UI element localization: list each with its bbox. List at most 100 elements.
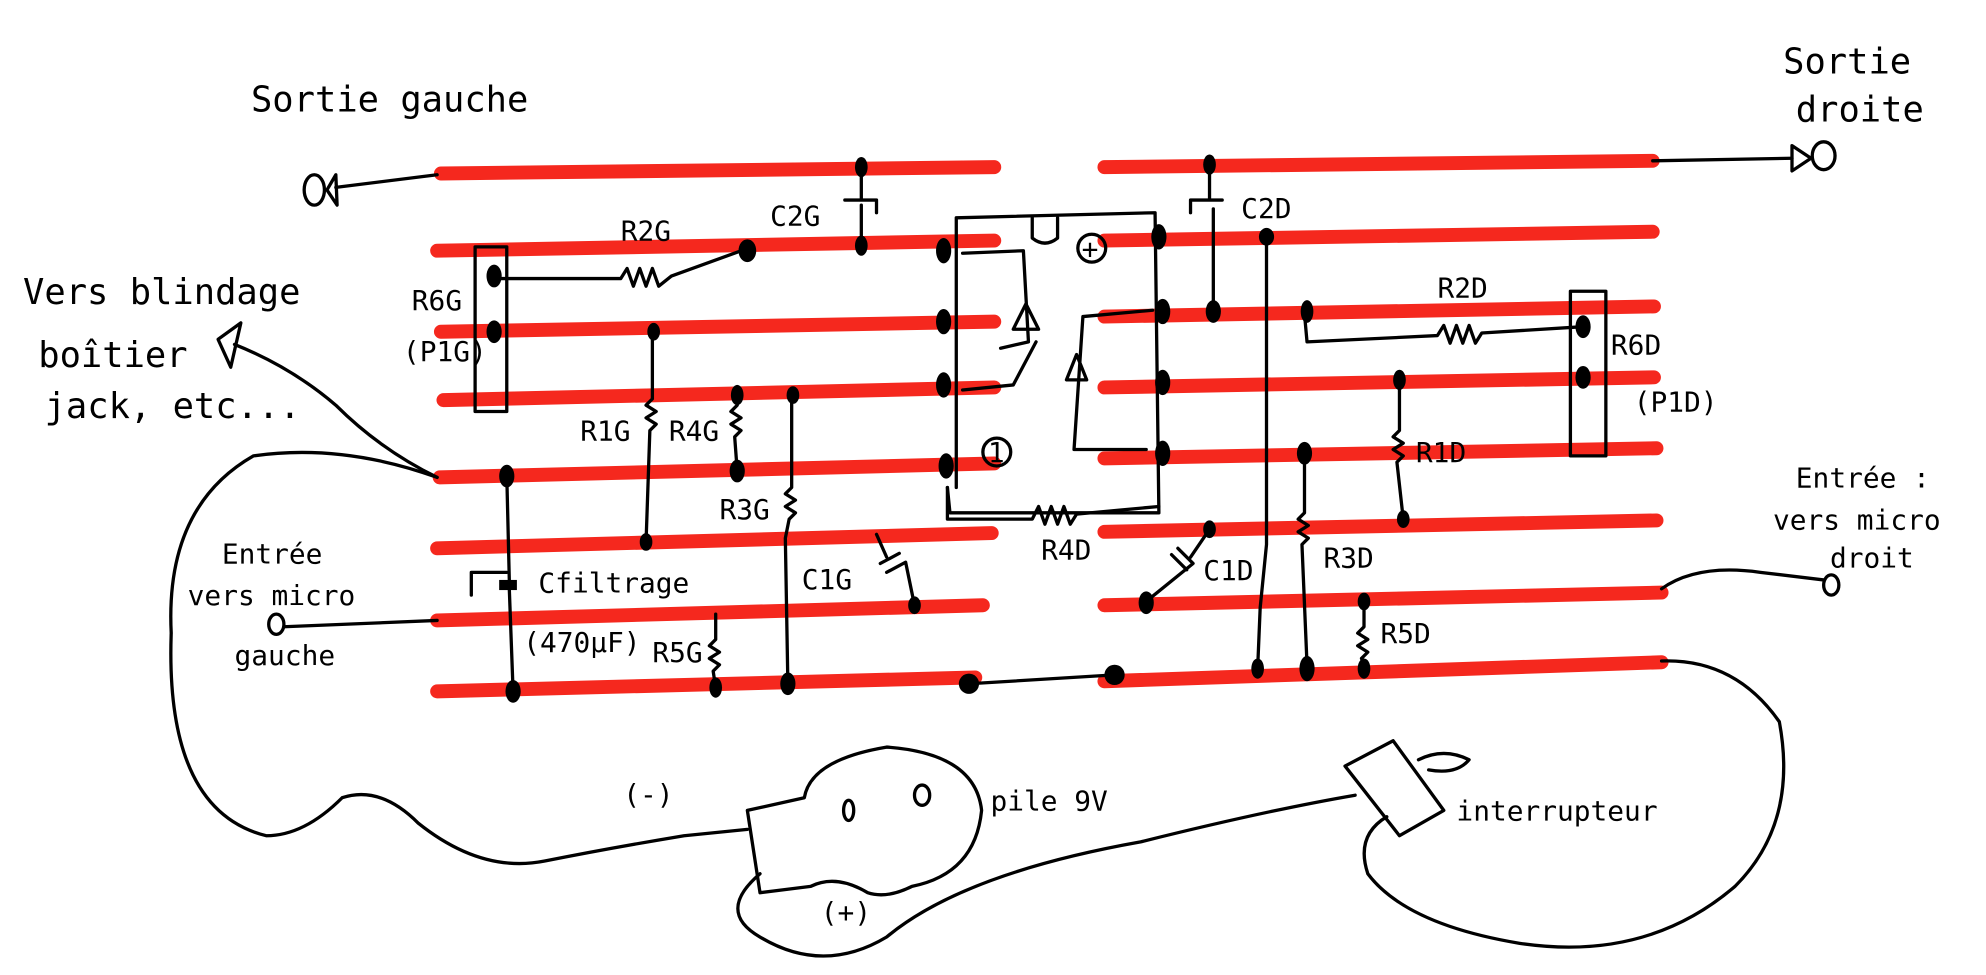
left-output-wire (334, 173, 439, 190)
copper-strip (432, 456, 1002, 485)
left-input-wire (282, 618, 439, 629)
solder-dot (1203, 154, 1216, 175)
capacitor-cfiltrage-plate (499, 579, 517, 591)
solder-dot (780, 672, 796, 696)
solder-dot (1205, 300, 1221, 323)
solder-dot (936, 372, 952, 398)
switch-label: interrupteur (1456, 795, 1657, 828)
label-r2d: R2D (1437, 272, 1487, 305)
capacitor-c1d (1144, 527, 1212, 604)
resistor-r1g (644, 330, 658, 544)
label-c2g: C2G (770, 199, 820, 232)
copper-strip (1097, 370, 1661, 395)
solder-dot (1299, 655, 1315, 682)
battery-minus-label: (-) (623, 778, 673, 811)
solder-dot (738, 239, 757, 263)
jumper-wire (1255, 232, 1269, 671)
solder-dot (639, 533, 653, 551)
copper-strip (1097, 153, 1660, 175)
resistor-r5d (1356, 599, 1370, 667)
solder-dot (1155, 298, 1171, 325)
switch-return-wire (1362, 659, 1786, 949)
resistor-r4d (945, 485, 1161, 526)
label-cfiltrage: Cfiltrage (538, 567, 689, 600)
copper-strip (433, 314, 1002, 339)
right-input-label-2: vers micro (1773, 503, 1941, 536)
solder-dot (486, 320, 502, 344)
solder-dot (1258, 227, 1275, 246)
shield-label-3: jack, etc... (45, 386, 301, 427)
left-input-label-1: Entrée (222, 537, 323, 570)
right-input-wire (1659, 568, 1826, 591)
left-output-arrow-icon (325, 173, 339, 207)
capacitor-c1g (874, 532, 917, 607)
ic-notch (1030, 216, 1060, 245)
solder-dot (1575, 315, 1591, 339)
right-input-label-3: droit (1830, 541, 1914, 574)
resistor-r2g (492, 247, 747, 288)
right-input-jack-icon (1822, 573, 1841, 597)
switch-icon (1343, 739, 1446, 838)
left-input-jack-icon (267, 612, 286, 637)
copper-strips (430, 153, 1669, 699)
battery-terminal-icon (841, 798, 856, 823)
right-input-label-1: Entrée : (1796, 461, 1930, 494)
right-output-wire (1651, 156, 1794, 163)
potentiometer-r6g (473, 245, 509, 414)
copper-strip (430, 233, 1002, 258)
capacitor-c2g (843, 165, 879, 249)
solder-dot (1300, 300, 1314, 323)
copper-strip (430, 670, 983, 699)
potentiometer-r6d (1568, 289, 1608, 458)
solder-dot (1155, 369, 1171, 396)
label-r6d: R6D (1611, 329, 1661, 362)
switch-lever-icon (1416, 751, 1471, 773)
solder-dot (854, 235, 868, 256)
copper-strip (1097, 585, 1669, 613)
solder-dot (938, 453, 954, 479)
solder-dot (499, 464, 515, 488)
solder-dot (730, 384, 744, 406)
solder-dot (1104, 664, 1125, 686)
battery-icon (745, 745, 984, 897)
solder-dot (786, 386, 800, 404)
left-output-label: Sortie gauche (251, 79, 528, 120)
solder-dot (1251, 658, 1264, 679)
label-r2g: R2G (621, 215, 671, 248)
label-p1d: (P1D) (1634, 386, 1718, 419)
resistor-r3d (1296, 454, 1310, 667)
label-r3g: R3G (719, 493, 769, 526)
battery-label: pile 9V (990, 784, 1107, 817)
label-c2d: C2D (1241, 192, 1291, 225)
copper-strip (430, 598, 990, 628)
label-cfiltrage-value: (470µF) (523, 626, 640, 659)
shield-arrow-icon (216, 321, 243, 369)
solder-dot (709, 677, 723, 698)
ic-pin1-marker: 1 (988, 436, 1005, 469)
copper-strip (430, 526, 999, 556)
shield-label-1: Vers blindage (23, 272, 300, 313)
solder-dot (1393, 369, 1406, 390)
solder-dot (936, 308, 952, 335)
resistor-r5g (707, 612, 722, 690)
shield-label-2: boîtier (38, 335, 187, 376)
resistor-r1d (1391, 378, 1405, 521)
solder-dot (1151, 224, 1167, 250)
solder-dot (647, 322, 660, 341)
solder-dot (1396, 510, 1410, 529)
solder-dot (1357, 592, 1371, 611)
solder-dot (854, 157, 868, 178)
label-r5g: R5G (652, 636, 702, 669)
left-input-label-3: gauche (235, 639, 336, 672)
ground-link-wire (967, 673, 1117, 686)
solder-dot (1296, 441, 1313, 465)
label-r3d: R3D (1323, 541, 1373, 574)
solder-dot (1203, 520, 1216, 539)
solder-dot (729, 459, 745, 483)
shield-wire (232, 342, 439, 480)
label-r4d: R4D (1041, 534, 1091, 567)
label-r4g: R4G (669, 415, 719, 448)
label-c1g: C1G (802, 563, 852, 596)
solder-dot (908, 596, 921, 615)
